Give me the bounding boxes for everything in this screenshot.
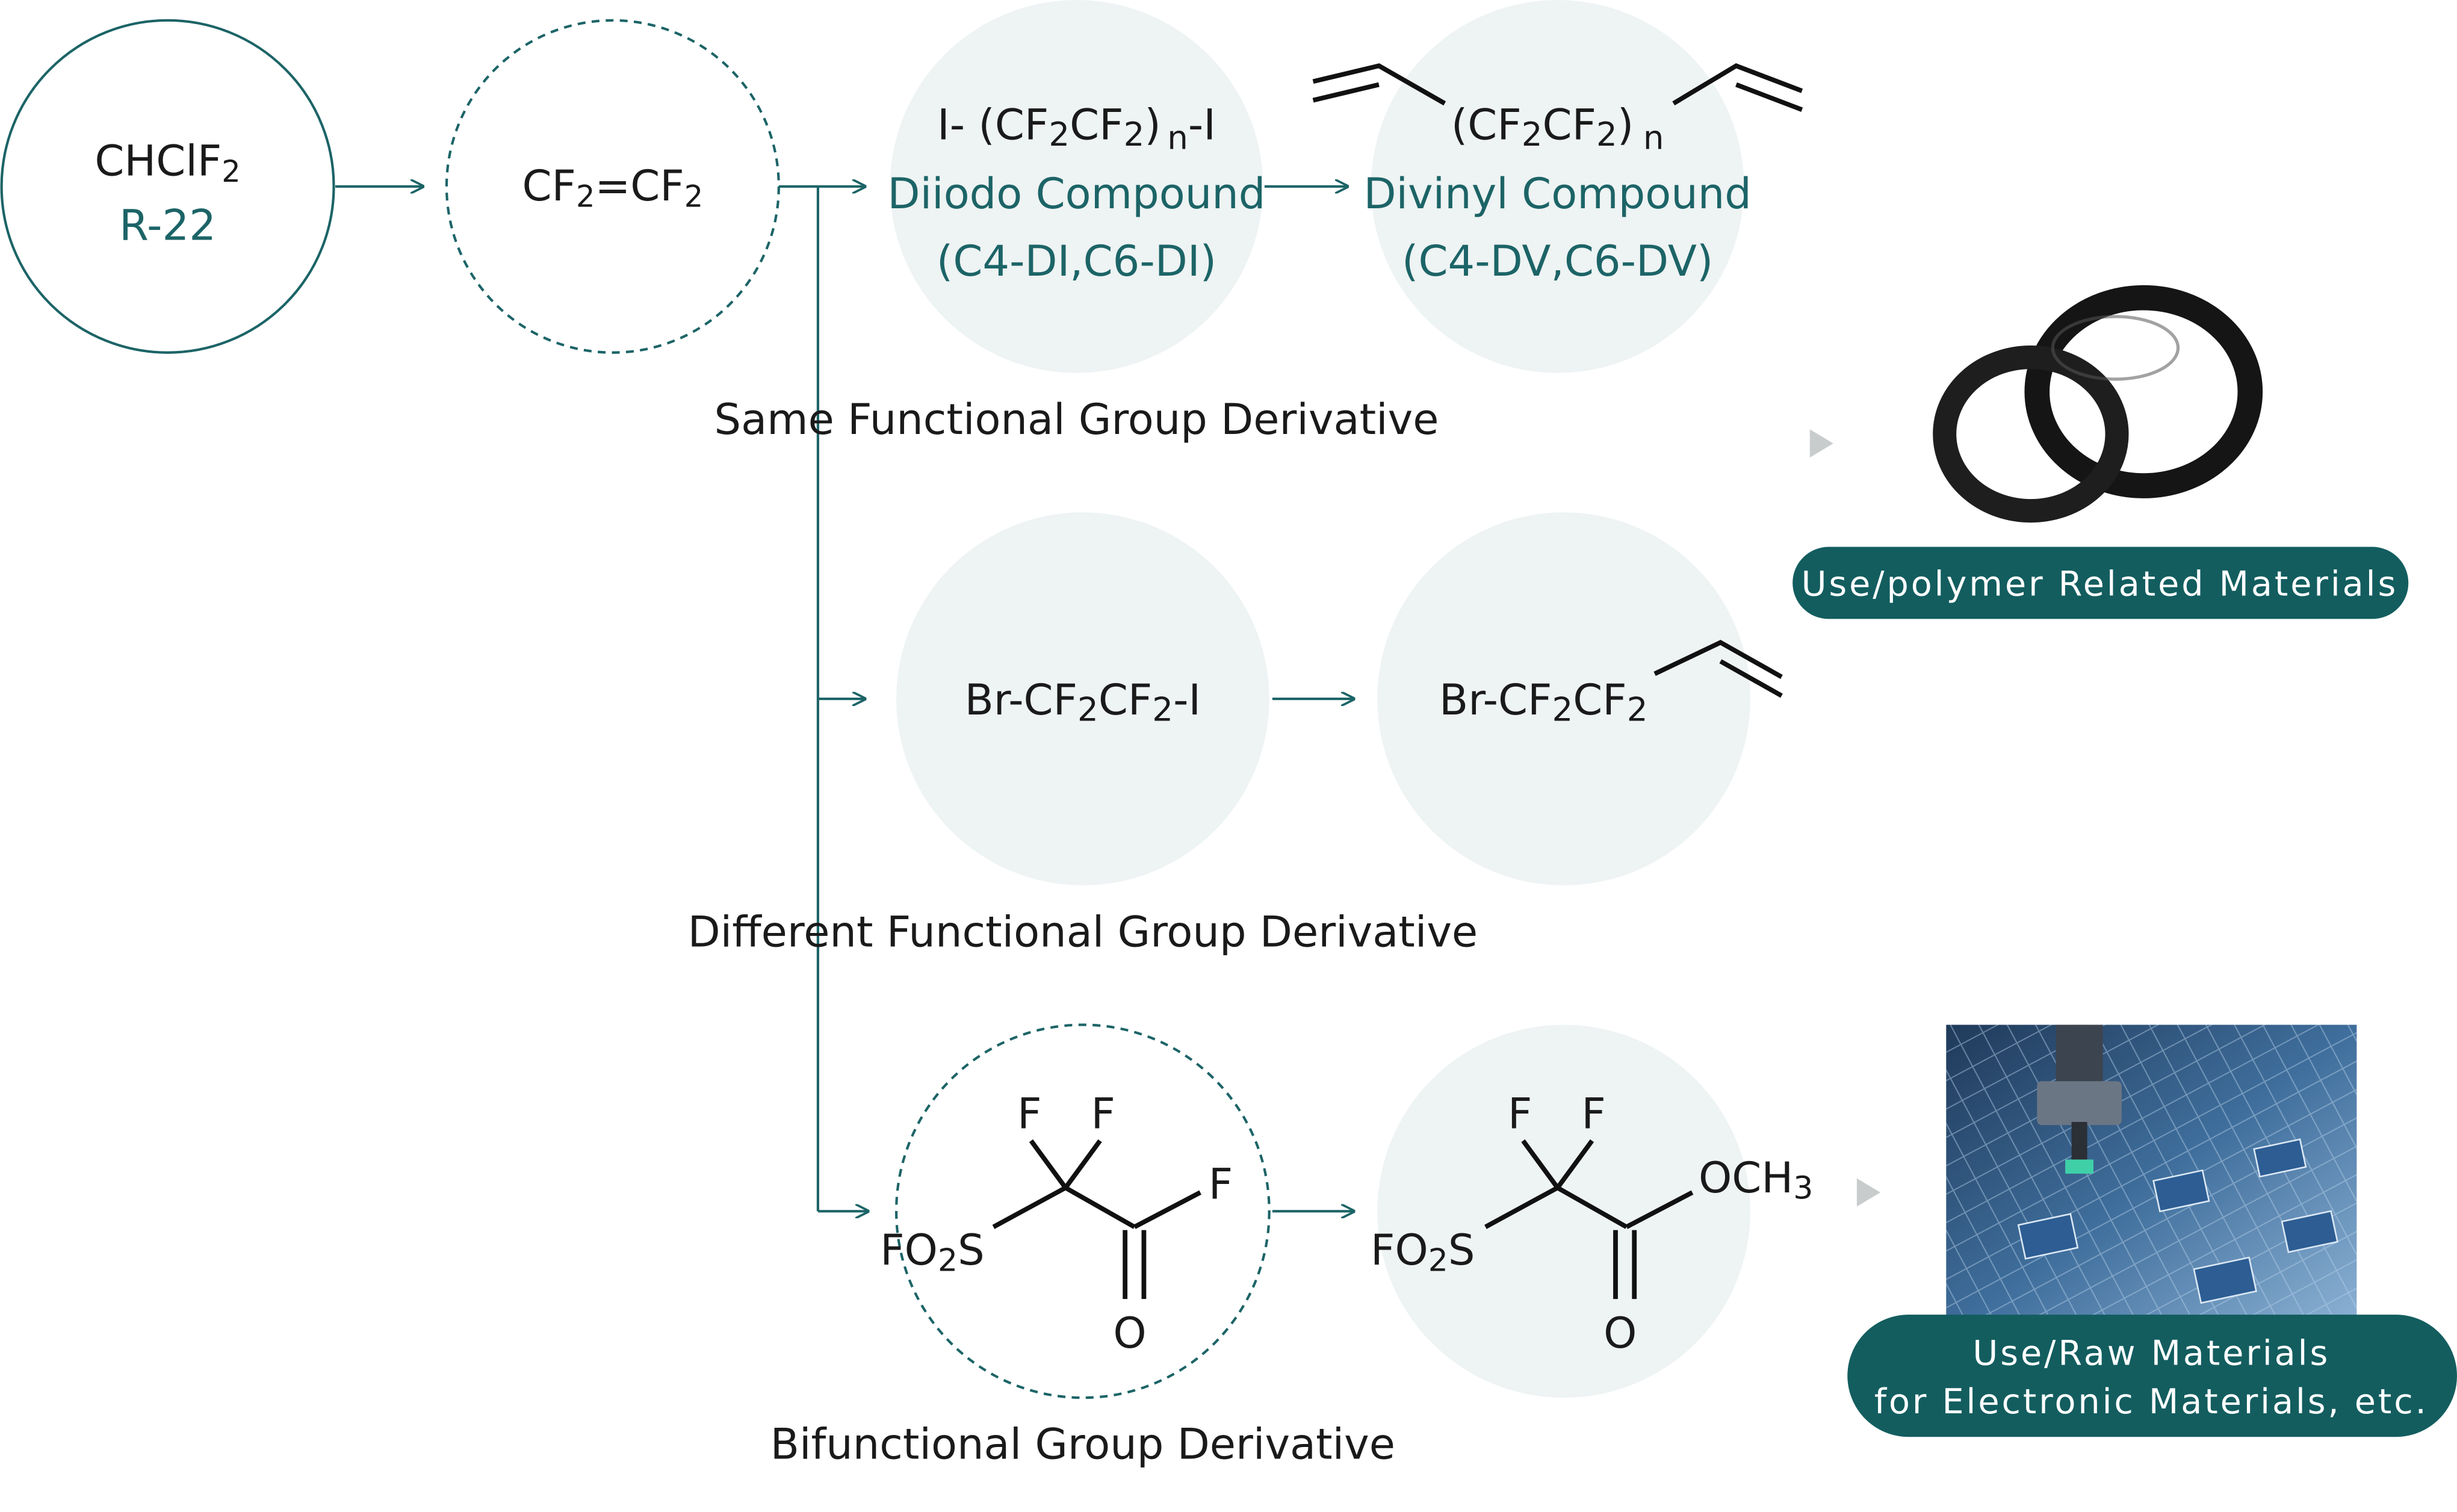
category-different-functional: Different Functional Group Derivative <box>688 907 1478 956</box>
pick-and-place-tool-icon <box>2037 1024 2122 1174</box>
board-chips <box>2017 1138 2338 1304</box>
node-diiodo-bubble <box>890 0 1263 373</box>
use-polymer-pill: Use/polymer Related Materials <box>1792 547 2409 619</box>
use-electronic-line1: Use/Raw Materials <box>1972 1333 2330 1373</box>
category-bifunctional: Bifunctional Group Derivative <box>770 1420 1395 1469</box>
divinyl-name: Divinyl Compound <box>1363 169 1751 218</box>
diiodo-codes: (C4-DI,C6-DI) <box>937 237 1216 286</box>
o-ring-small-icon <box>1933 345 2129 523</box>
chclf2-formula: CHClF2 <box>94 137 240 189</box>
use-polymer-label: Use/polymer Related Materials <box>1802 563 2399 604</box>
node-chclf2: CHClF2 R-22 <box>0 19 335 354</box>
sf-f2: F <box>1091 1089 1115 1138</box>
divinyl-right-vinyl <box>1672 63 1803 106</box>
divinyl-right-double-bond <box>1735 82 1803 112</box>
divinyl-formula: (CF2CF2)n <box>1451 101 1664 157</box>
divinyl-left-double-bond <box>1312 82 1380 103</box>
o-ring-large-icon <box>2024 285 2263 498</box>
diiodo-formula: I- (CF2CF2)n-I <box>937 101 1216 157</box>
node-divinyl-bubble <box>1371 0 1744 373</box>
node-sulfonyl-ester: F F OCH3 FO2S O <box>1371 1024 1813 1398</box>
branch-connectors <box>778 187 868 1212</box>
bromo-vinyl-formula: Br-CF2CF2 <box>1439 675 1647 728</box>
pointer-triangle-electronic-icon <box>1856 1178 1880 1207</box>
se-fo2s: FO2S <box>1371 1225 1475 1278</box>
node-sulfonyl-fluoride: F F F FO2S O <box>880 1023 1271 1399</box>
sf-cf2-bonds <box>1029 1139 1102 1189</box>
category-same-functional: Same Functional Group Derivative <box>714 395 1439 444</box>
use-polymer-pill-bg <box>1792 547 2409 619</box>
sf-fo2s: FO2S <box>880 1225 984 1278</box>
pointer-triangle-polymer-icon <box>1809 429 1833 458</box>
node-tfe-circle <box>445 19 780 354</box>
use-electronic-line2: for Electronic Materials, etc. <box>1874 1381 2429 1422</box>
se-carbonyl-bond <box>1613 1230 1637 1300</box>
sf-oxygen: O <box>1113 1309 1146 1358</box>
node-tfe: CF2=CF2 <box>445 19 780 354</box>
o-ring-photo <box>1933 285 2263 523</box>
node-bromo-vinyl-bubble <box>1377 512 1750 885</box>
se-ester-bond <box>1625 1190 1694 1229</box>
sf-f3: F <box>1209 1160 1233 1209</box>
use-electronic-pill: Use/Raw Materials for Electronic Materia… <box>1847 1315 2457 1437</box>
node-divinyl: (CF2CF2)n Divinyl Compound (C4-DV,C6-DV) <box>1312 0 1803 373</box>
bromo-iodo-formula: Br-CF2CF2-I <box>965 675 1201 728</box>
node-sulfonyl-ester-bubble <box>1377 1024 1750 1398</box>
bromo-vinyl-double-bond <box>1719 659 1783 698</box>
node-bromo-iodo: Br-CF2CF2-I <box>896 512 1269 885</box>
se-cf2-bonds <box>1521 1139 1594 1189</box>
board-traces <box>1946 1024 2357 1336</box>
tfe-formula: CF2=CF2 <box>522 161 703 214</box>
se-f2: F <box>1581 1089 1605 1138</box>
se-oxygen: O <box>1603 1309 1637 1358</box>
bromo-vinyl-bond <box>1653 639 1783 680</box>
divinyl-left-vinyl <box>1312 63 1446 106</box>
o-ring-highlight <box>2051 315 2180 381</box>
sf-cf-bond <box>1133 1190 1201 1229</box>
divinyl-codes: (C4-DV,C6-DV) <box>1402 237 1713 286</box>
node-sulfonyl-fluoride-circle <box>895 1023 1271 1399</box>
node-chclf2-circle <box>0 19 335 354</box>
node-bromo-iodo-bubble <box>896 512 1269 885</box>
r22-label: R-22 <box>119 200 216 250</box>
diiodo-name: Diiodo Compound <box>888 169 1266 218</box>
se-och3: OCH3 <box>1699 1153 1813 1206</box>
use-electronic-pill-bg <box>1847 1315 2457 1437</box>
node-bromo-vinyl: Br-CF2CF2 <box>1377 512 1783 885</box>
sf-carbonyl-bond <box>1123 1230 1147 1300</box>
circuit-board-photo <box>1946 1024 2357 1336</box>
sf-f1: F <box>1017 1089 1041 1138</box>
node-diiodo: I- (CF2CF2)n-I Diiodo Compound (C4-DI,C6… <box>888 0 1266 373</box>
se-f1: F <box>1508 1089 1532 1138</box>
